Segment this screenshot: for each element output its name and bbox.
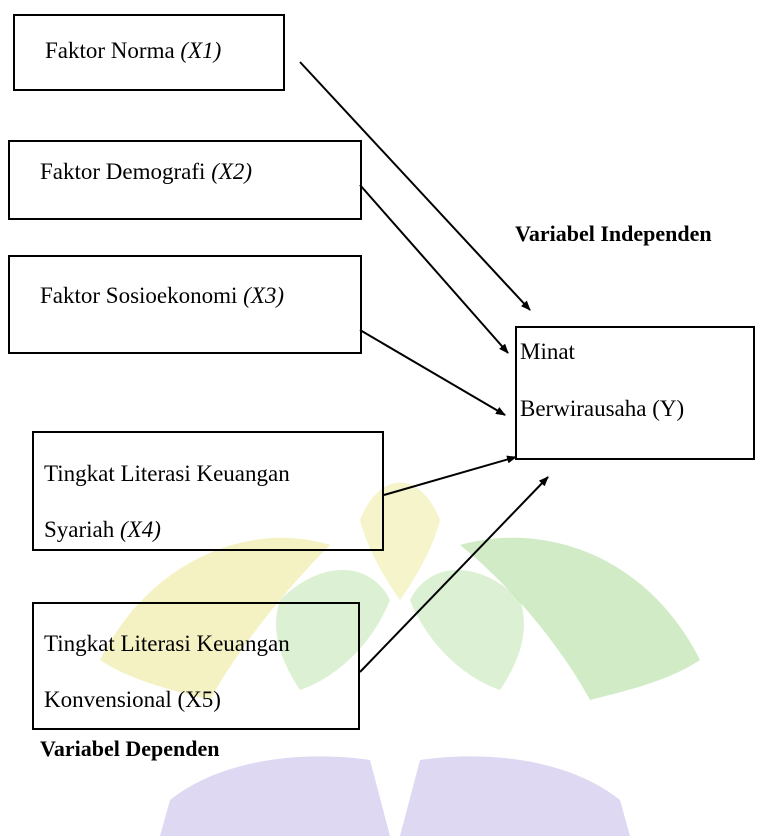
watermark-leaf-right: [460, 537, 700, 700]
faktor-demografi-label: Faktor Demografi: [40, 159, 212, 184]
literasi-syariah-line2: Syariah: [44, 517, 121, 542]
faktor-sosioekonomi-code: (X3): [243, 283, 285, 308]
watermark-petal-left: [276, 570, 390, 690]
box-faktor-sosioekonomi: Faktor Sosioekonomi (X3): [8, 255, 362, 354]
literasi-konvensional-line2: Konvensional (X5): [44, 687, 221, 712]
watermark-petal-right: [410, 570, 524, 690]
literasi-syariah-code: (X4): [120, 517, 161, 542]
minat-line1: Minat: [520, 339, 575, 364]
box-faktor-norma: Faktor Norma (X1): [13, 14, 285, 91]
box-literasi-syariah: Tingkat Literasi Keuangan Syariah (X4): [32, 431, 384, 551]
box-faktor-demografi: Faktor Demografi (X2): [8, 140, 362, 220]
watermark-leaf-center: [360, 482, 440, 600]
faktor-sosioekonomi-label: Faktor Sosioekonomi: [40, 283, 244, 308]
faktor-demografi-code: (X2): [211, 159, 253, 184]
faktor-norma-code: (X1): [180, 38, 222, 63]
box-literasi-konvensional: Tingkat Literasi Keuangan Konvensional (…: [32, 602, 360, 730]
label-variabel-dependen: Variabel Dependen: [40, 736, 220, 761]
watermark-wave-left: [160, 756, 390, 836]
faktor-norma-label: Faktor Norma: [45, 38, 181, 63]
arrow-x5-to-y: [359, 476, 549, 673]
box-minat-berwirausaha: Minat Berwirausaha (Y): [515, 326, 755, 460]
arrow-x2-to-y: [359, 184, 509, 354]
arrow-x3-to-y: [359, 329, 506, 416]
arrow-x4-to-y: [383, 455, 517, 496]
watermark-leaf-left: [100, 537, 330, 700]
label-variabel-independen: Variabel Independen: [515, 221, 712, 246]
minat-line2: Berwirausaha (Y): [520, 396, 685, 421]
watermark-wave-right: [400, 756, 630, 836]
arrow-x1-to-y: [299, 61, 531, 311]
literasi-syariah-line1: Tingkat Literasi Keuangan: [44, 461, 290, 486]
literasi-konvensional-line1: Tingkat Literasi Keuangan: [44, 631, 290, 656]
